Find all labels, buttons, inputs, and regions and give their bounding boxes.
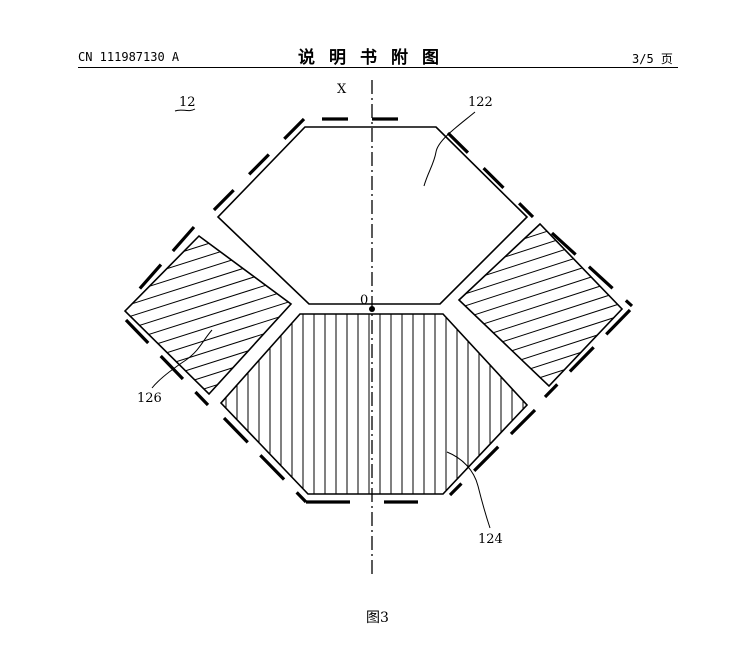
- hatch-line: [440, 402, 650, 470]
- right-parallelogram-hatching: [440, 0, 650, 518]
- header-rule: [78, 67, 678, 68]
- hatch-line: [440, 126, 650, 194]
- hatch-line: [100, 148, 320, 218]
- outer-dashed-boundary: [124, 117, 634, 504]
- hatch-line: [100, 52, 320, 122]
- page-title: 说明书附图: [298, 48, 453, 68]
- hatch-line: [125, 236, 291, 243]
- publication-number: CN 111987130 A: [78, 50, 180, 64]
- hatch-line: [125, 387, 291, 394]
- hatch-line: [440, 78, 650, 146]
- label-lower-trapezoid: 124: [478, 532, 503, 547]
- hatch-line: [440, 6, 650, 74]
- hatch-line: [100, 400, 320, 470]
- hatch-line: [440, 30, 650, 98]
- leader-left-parallelogram: [151, 329, 213, 389]
- hatch-line: [100, 16, 320, 86]
- hatch-line: [440, 54, 650, 122]
- hatch-line: [440, 114, 650, 182]
- hatch-line: [100, 88, 320, 158]
- hatch-line: [100, 112, 320, 182]
- origin-point: [369, 306, 375, 312]
- hexagon-region: [216, 126, 529, 305]
- hatch-line: [100, 4, 320, 74]
- origin-label: 0: [360, 293, 368, 308]
- hatch-line: [440, 426, 650, 494]
- hatch-line: [440, 450, 650, 518]
- hatch-line: [440, 138, 650, 206]
- left-parallelogram: [123, 234, 293, 396]
- hatch-line: [440, 18, 650, 86]
- hatch-line: [100, 448, 320, 518]
- hatch-line: [100, 0, 320, 62]
- hatch-line: [440, 0, 650, 50]
- page-number: 3/5 页: [632, 52, 673, 66]
- label-left-parallelogram: 126: [137, 391, 162, 406]
- lower-trapezoid: [219, 313, 529, 495]
- hatch-line: [100, 40, 320, 110]
- leader-hexagon: [423, 111, 476, 187]
- hatch-line: [459, 377, 622, 386]
- hatch-line: [100, 0, 320, 50]
- left-parallelogram-hatching: [100, 0, 320, 530]
- hatch-line: [440, 390, 650, 458]
- leader-lower-trapezoid: [446, 451, 491, 529]
- hatch-line: [100, 460, 320, 530]
- hatch-line: [100, 424, 320, 494]
- label-assembly-underline: [174, 108, 196, 112]
- hatch-line: [440, 150, 650, 218]
- lower-trapezoid-hatching: [225, 314, 524, 494]
- hatch-line: [440, 0, 650, 62]
- label-hexagon: 122: [468, 95, 493, 110]
- hatch-line: [459, 224, 622, 231]
- hatch-line: [100, 64, 320, 134]
- label-assembly: 12: [179, 95, 196, 110]
- axis-label: X: [337, 82, 347, 97]
- figure-caption: 图3: [366, 610, 389, 626]
- hatch-line: [100, 160, 320, 230]
- hatch-line: [440, 102, 650, 170]
- right-parallelogram: [457, 222, 624, 388]
- hatch-line: [100, 28, 320, 98]
